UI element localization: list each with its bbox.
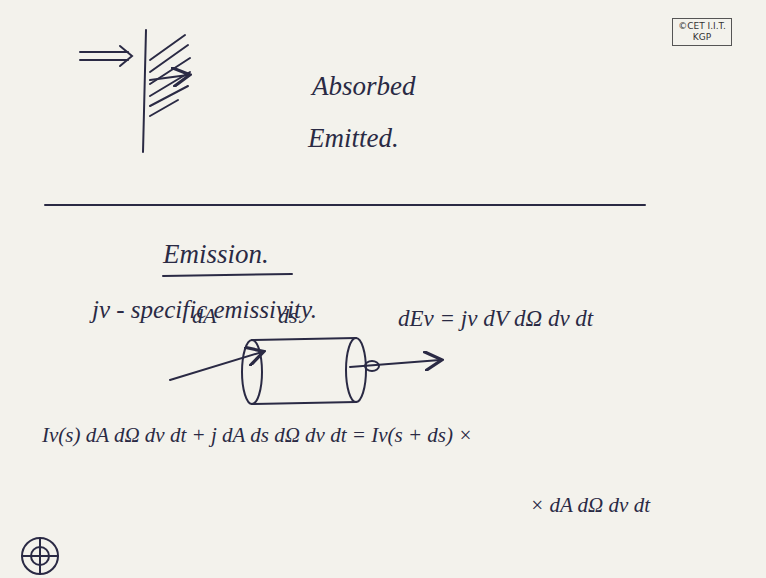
watermark-box: ©CET I.I.T. KGP (672, 18, 732, 46)
equation: dEν = jν dV dΩ dν dt (398, 306, 593, 331)
watermark-text: ©CET I.I.T. KGP (677, 21, 727, 43)
heading-word: Emitted. (308, 124, 399, 154)
equation: × dA dΩ dν dt (530, 494, 650, 517)
section-title: Emission. (163, 240, 269, 270)
symbol-label: dA (192, 304, 216, 328)
heading-word: Absorbed (312, 72, 416, 102)
equation: Iν(s) dA dΩ dν dt + j dA ds dΩ dν dt = I… (42, 424, 472, 447)
symbol-label: ds (278, 304, 298, 328)
